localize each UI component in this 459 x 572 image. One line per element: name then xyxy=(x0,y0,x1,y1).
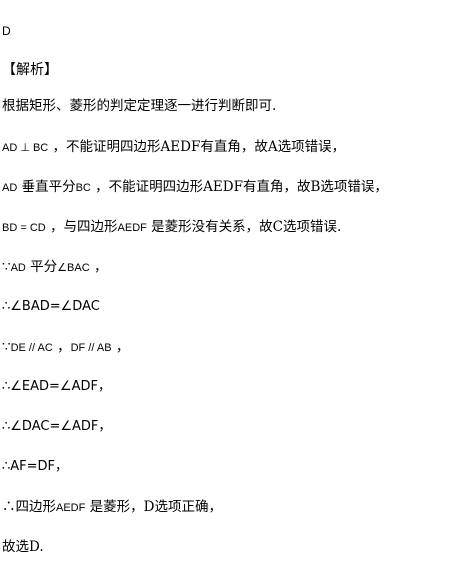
intro-text: 根据矩形、菱形的判定定理逐一进行判断即可. xyxy=(2,98,277,114)
math-ad: AD xyxy=(2,182,18,194)
therefore-prefix: ∴四边形 xyxy=(2,499,56,515)
option-a-text: ，不能证明四边形AEDF有直角，故A选项错误， xyxy=(48,139,346,155)
math-bc: BC xyxy=(75,182,91,194)
option-a-analysis: AD ⊥ BC ，不能证明四边形AEDF有直角，故A选项错误， xyxy=(2,139,345,156)
analysis-heading: 【解析】 xyxy=(2,62,58,78)
comma-text-3: ， xyxy=(111,339,130,355)
proof-step-4: ∴∠EAD=∠ADF， xyxy=(2,379,111,394)
math-aedf: AEDF xyxy=(117,222,147,234)
conclusion-text: 是菱形，D选项正确， xyxy=(85,499,222,515)
because-symbol-2: ∵ xyxy=(2,339,11,355)
proof-conclusion: ∴四边形AEDF 是菱形，D选项正确， xyxy=(2,499,222,516)
analysis-intro: 根据矩形、菱形的判定定理逐一进行判断即可. xyxy=(2,98,276,114)
math-angle-bac: ∠BAC xyxy=(57,262,90,274)
math-df-parallel-ab: DF // AB xyxy=(70,342,112,354)
comma-text-2: ， xyxy=(52,339,71,355)
math-bd-eq-cd: BD = CD xyxy=(2,222,46,234)
option-c-analysis: BD = CD ，与四边形AEDF 是菱形没有关系，故C选项错误. xyxy=(2,219,341,236)
math-aedf-2: AEDF xyxy=(56,502,86,514)
bisect-text: 平分 xyxy=(25,259,58,275)
final-answer: 故选D. xyxy=(2,539,44,555)
proof-step-1: ∵AD 平分∠BAC ， xyxy=(2,259,107,276)
because-symbol: ∵ xyxy=(2,259,11,275)
math-ad-2: AD xyxy=(10,262,26,274)
math-ad-perp-bc: AD ⊥ BC xyxy=(2,142,49,154)
option-c-text-2: 是菱形没有关系，故C选项错误. xyxy=(146,219,342,235)
math-de-parallel-ac: DE // AC xyxy=(10,342,53,354)
proof-step-5: ∴∠DAC=∠ADF， xyxy=(2,419,112,434)
proof-step-3: ∵DE // AC ，DF // AB ， xyxy=(2,339,129,356)
comma-text: ， xyxy=(89,259,108,275)
proof-step-2: ∴∠BAD=∠DAC xyxy=(2,299,100,314)
option-b-analysis: AD 垂直平分BC ，不能证明四边形AEDF有直角，故B选项错误， xyxy=(2,179,388,196)
option-b-text-2: ，不能证明四边形AEDF有直角，故B选项错误， xyxy=(90,179,388,195)
option-c-text-1: ，与四边形 xyxy=(45,219,118,235)
proof-step-6: ∴AF=DF， xyxy=(2,459,69,474)
option-b-text-1: 垂直平分 xyxy=(17,179,76,195)
answer-label: D xyxy=(2,24,11,38)
